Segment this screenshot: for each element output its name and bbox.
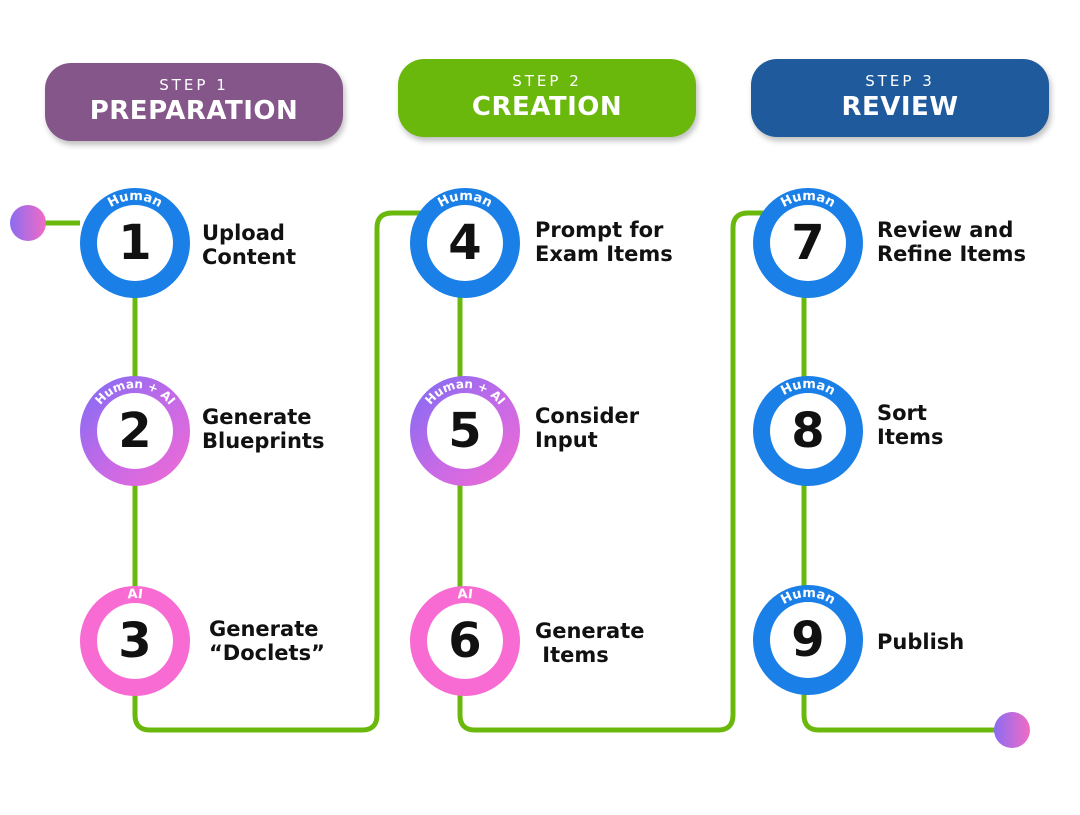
step-3-subtitle: STEP 3 [865, 72, 935, 90]
step-label: Review and Refine Items [877, 218, 1026, 266]
step-2-title: CREATION [471, 92, 623, 122]
step-number: 3 [97, 603, 173, 679]
step-3-header: STEP 3 REVIEW [751, 59, 1049, 137]
step-label: Publish [877, 630, 965, 654]
step-label: Generate Items [535, 619, 645, 667]
role-badge: Human + AI [92, 377, 178, 407]
step-label: Sort Items [877, 401, 944, 449]
role-badge: Human + AI [422, 377, 508, 407]
start-dot [10, 205, 46, 241]
role-badge: Human [778, 586, 837, 608]
step-1-subtitle: STEP 1 [159, 76, 229, 94]
step-2-header: STEP 2 CREATION [398, 59, 696, 137]
step-number: 9 [770, 602, 846, 678]
end-dot [994, 712, 1030, 748]
step-label: Consider Input [535, 404, 640, 452]
role-badge: AI [457, 587, 474, 603]
role-badge: Human [435, 189, 494, 211]
step-3-title: REVIEW [841, 92, 959, 122]
step-number: 1 [97, 205, 173, 281]
step-number: 8 [770, 393, 846, 469]
step-1-header: STEP 1 PREPARATION [45, 63, 343, 141]
step-number: 5 [427, 393, 503, 469]
step-number: 7 [770, 205, 846, 281]
role-badge: Human [778, 189, 837, 211]
role-badge: Human [778, 377, 837, 399]
step-label: Upload Content [202, 221, 297, 269]
role-badge: Human [105, 189, 164, 211]
step-label: Generate Blueprints [202, 405, 325, 453]
step-label: Generate “Doclets” [209, 617, 325, 665]
step-number: 6 [427, 603, 503, 679]
role-badge: AI [127, 587, 144, 603]
step-1-title: PREPARATION [89, 96, 299, 126]
step-2-subtitle: STEP 2 [512, 72, 582, 90]
step-number: 4 [427, 205, 503, 281]
step-number: 2 [97, 393, 173, 469]
step-label: Prompt for Exam Items [535, 218, 673, 266]
